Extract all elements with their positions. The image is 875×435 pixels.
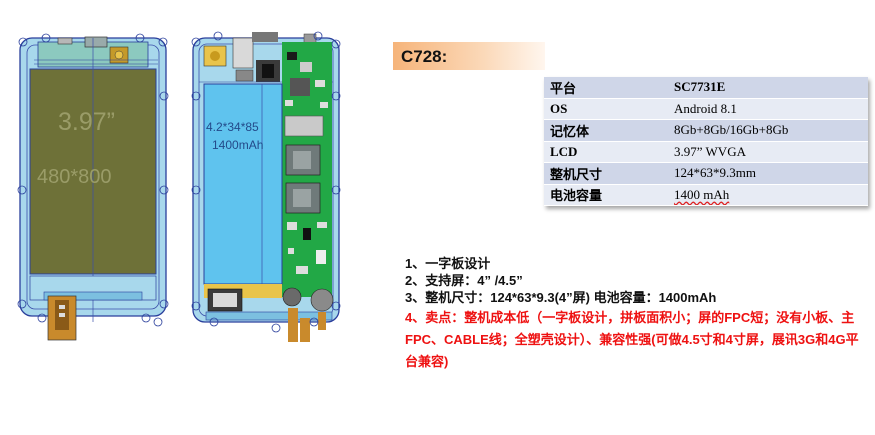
- spec-label: 记忆体: [544, 119, 664, 142]
- battery-capacity-text: 1400mAh: [212, 138, 263, 152]
- spec-value: Android 8.1: [664, 98, 868, 120]
- feature-item-selling-point: 4、卖点：整机成本低（一字板设计，拼板面积小；屏的FPC短；没有小板、主FPC、…: [405, 310, 859, 369]
- spec-label: LCD: [544, 141, 664, 163]
- table-row: 记忆体 8Gb+8Gb/16Gb+8Gb: [544, 119, 868, 142]
- battery-size-text: 4.2*34*85: [206, 120, 259, 134]
- front-view: 3.97” 480*800: [17, 33, 169, 341]
- back-view: 4.2*34*85 1400mAh: [191, 31, 341, 342]
- screen-resolution-text: 480*800: [37, 166, 112, 188]
- feature-item: 3、整机尺寸：124*63*9.3(4”屏) 电池容量：1400mAh: [405, 290, 717, 305]
- spec-label: 电池容量: [544, 184, 664, 206]
- spec-value: 3.97” WVGA: [664, 141, 868, 163]
- spec-value: SC7731E: [664, 77, 868, 99]
- model-title-bar: C728:: [393, 42, 545, 70]
- spec-label: 平台: [544, 77, 664, 99]
- feature-list: 1、一字板设计 2、支持屏：4” /4.5” 3、整机尺寸：124*63*9.3…: [405, 255, 867, 373]
- feature-item: 1、一字板设计: [405, 256, 491, 271]
- feature-item: 2、支持屏：4” /4.5”: [405, 273, 523, 288]
- table-row: 整机尺寸 124*63*9.3mm: [544, 162, 868, 185]
- table-row: LCD 3.97” WVGA: [544, 141, 868, 163]
- spec-label: 整机尺寸: [544, 162, 664, 185]
- spec-value: 8Gb+8Gb/16Gb+8Gb: [664, 119, 868, 142]
- spec-value: 1400 mAh: [664, 184, 868, 206]
- table-row: OS Android 8.1: [544, 98, 868, 120]
- screen-size-text: 3.97”: [58, 108, 115, 136]
- spec-table: 平台 SC7731E OS Android 8.1 记忆体 8Gb+8Gb/16…: [544, 77, 868, 206]
- table-row: 平台 SC7731E: [544, 77, 868, 99]
- table-row: 电池容量 1400 mAh: [544, 184, 868, 206]
- spec-value-text: 1400 mAh: [674, 186, 730, 202]
- device-layout-drawing: 3.97” 480*800: [17, 31, 341, 342]
- spec-label: OS: [544, 98, 664, 120]
- model-title: C728:: [401, 47, 448, 66]
- spec-value: 124*63*9.3mm: [664, 162, 868, 185]
